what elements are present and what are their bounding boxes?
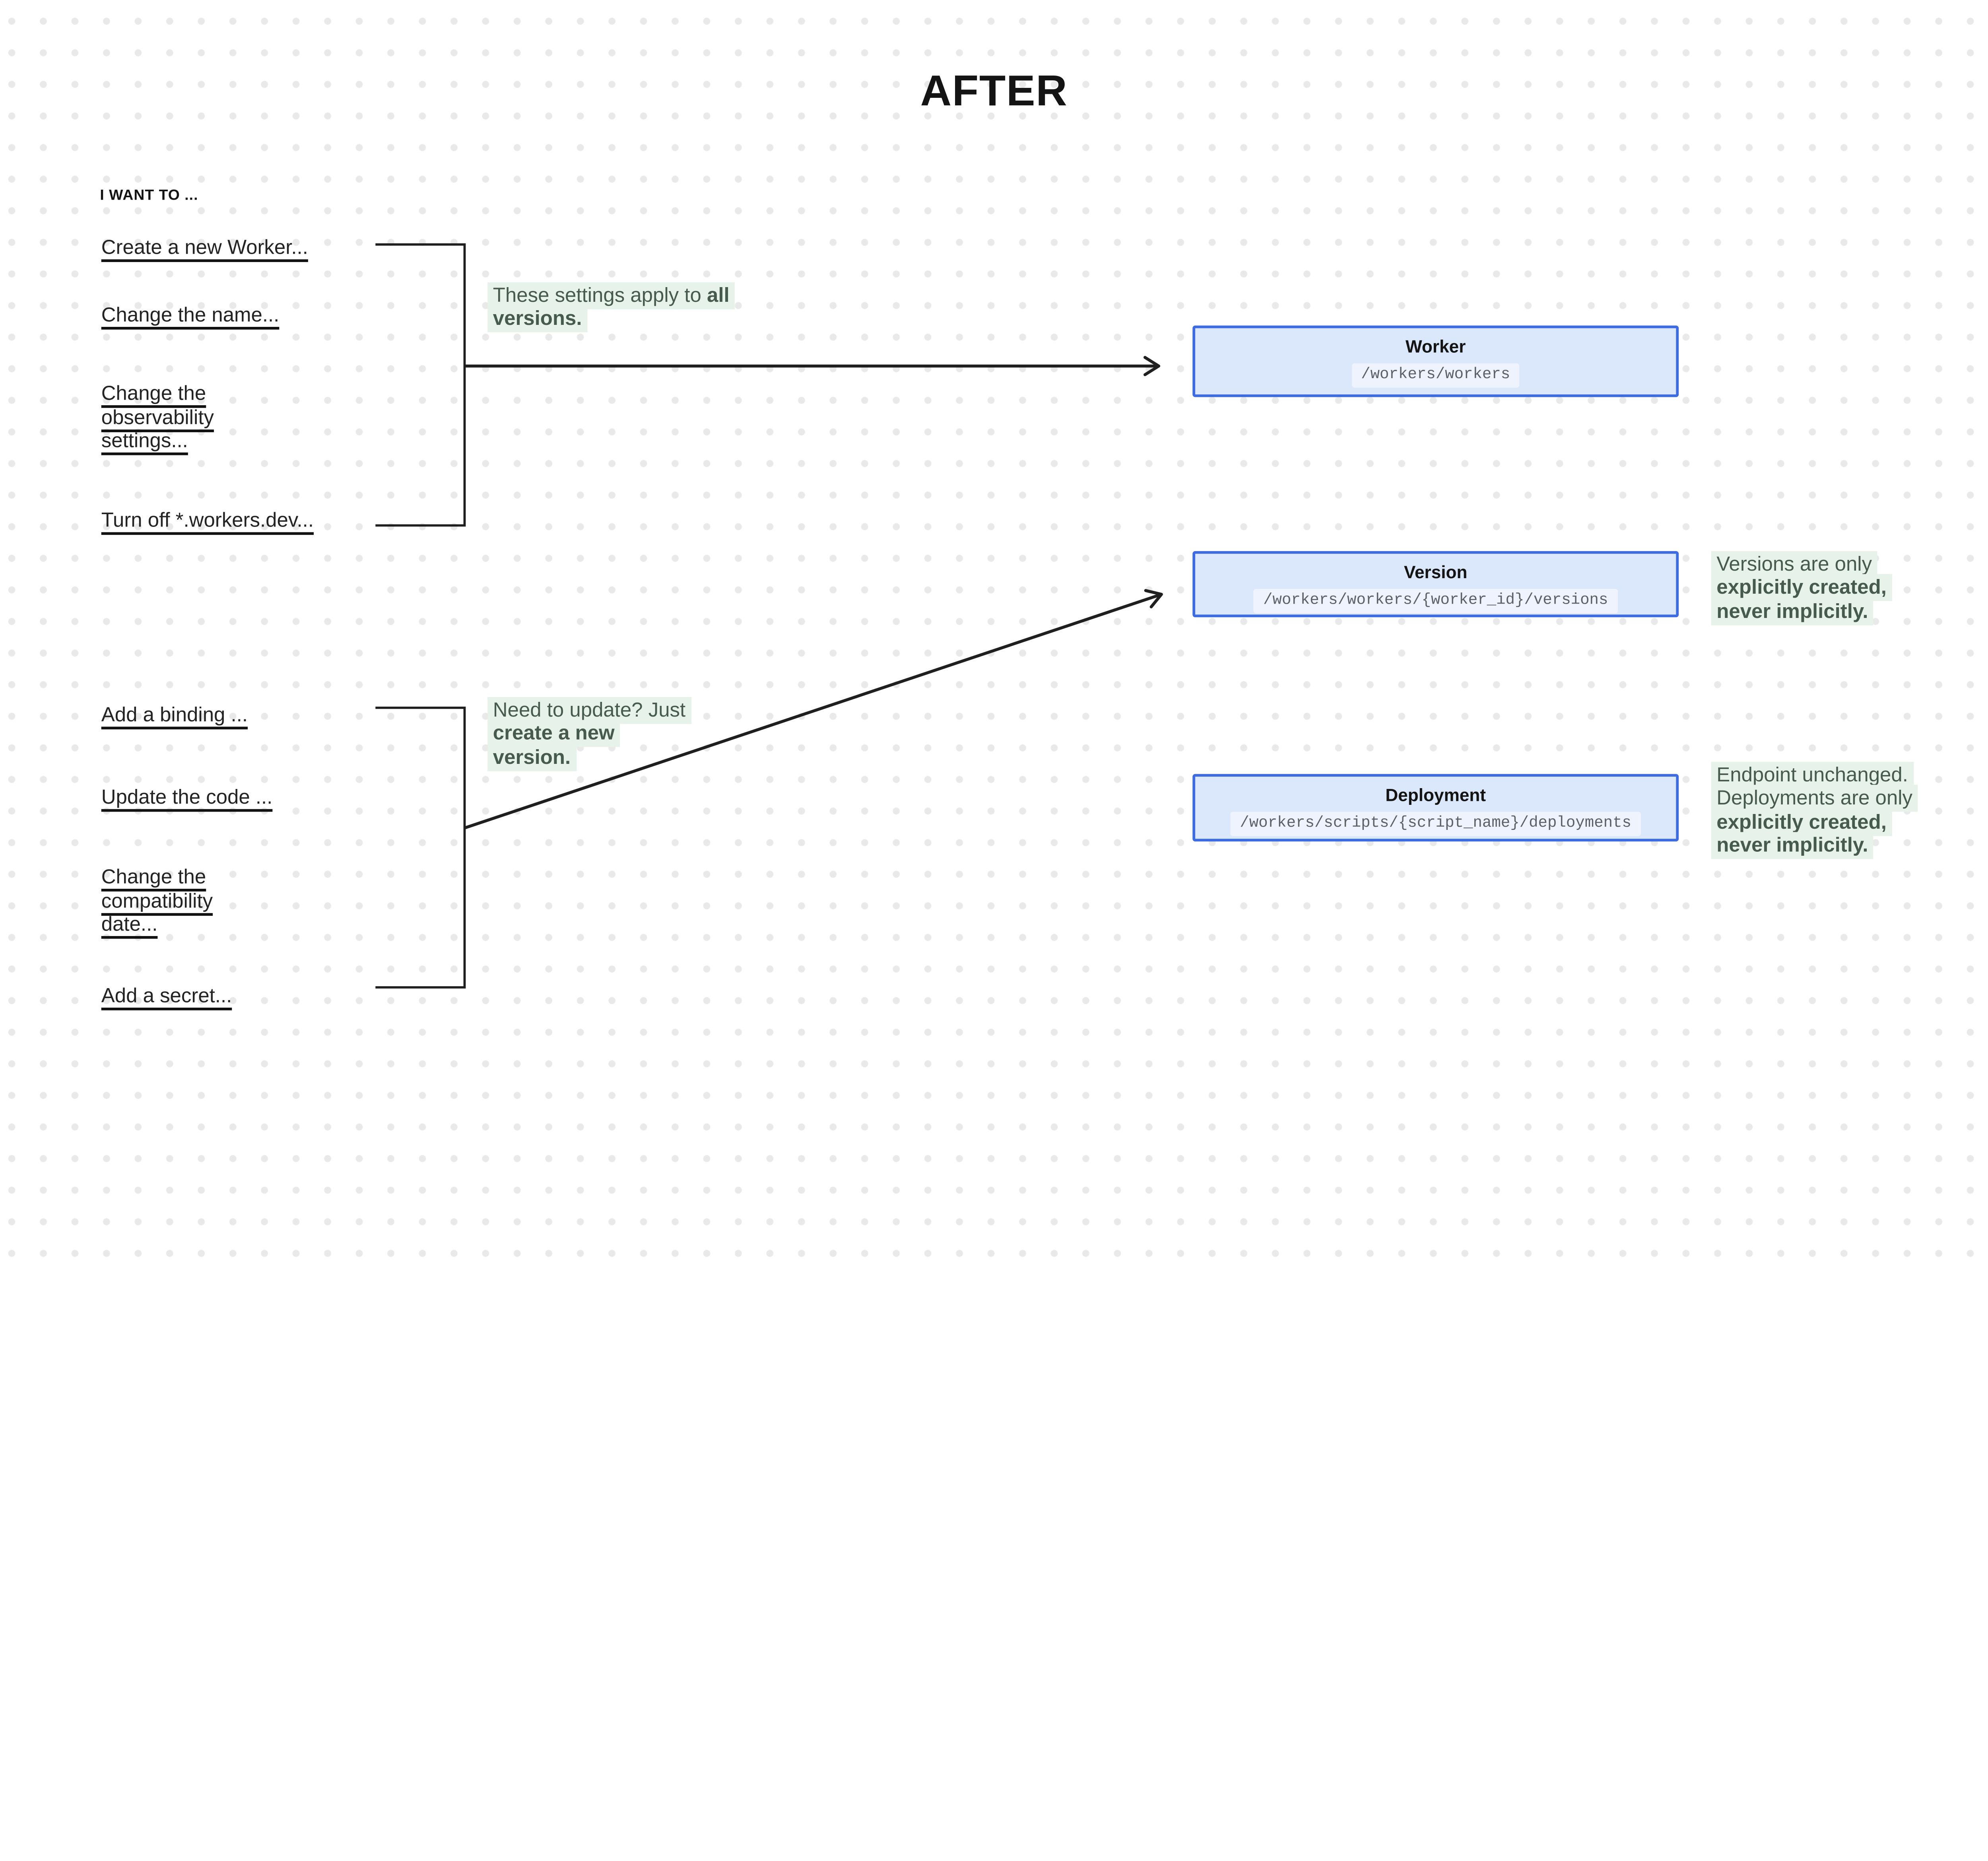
deployment-box: Deployment /workers/scripts/{script_name… [1192,774,1679,842]
link-create-a-new-worker[interactable]: Create a new Worker... [101,236,308,260]
annotation-versions-explicit: Versions are only explicitly created, ne… [1711,550,1930,625]
annotation-new-version: Need to update? Just create a new versio… [487,696,691,771]
connector-layer [375,243,1163,989]
link-add-a-binding[interactable]: Add a binding ... [101,703,248,727]
link-update-the-code[interactable]: Update the code ... [101,786,273,809]
annotation-all-versions-plain: These settings apply to [493,284,707,307]
diagram-canvas: AFTER I WANT TO ... Create a new Worker.… [0,0,1988,1265]
worker-box: Worker /workers/workers [1192,325,1679,397]
annotation-versions-explicit-plain: Versions are only [1716,552,1872,576]
annotation-new-version-plain: Need to update? Just [493,698,686,721]
bracket-update-group [375,707,466,989]
deployment-box-endpoint: /workers/scripts/{script_name}/deploymen… [1230,812,1641,836]
annotation-new-version-bold: create a new version. [493,722,615,769]
link-change-observability-settings[interactable]: Change the observability settings... [101,382,214,453]
annotation-deployments-explicit-bold: explicitly created, never implicitly. [1716,810,1887,857]
arrowhead-to-version [1144,589,1163,608]
worker-box-title: Worker [1406,336,1466,357]
link-change-compatibility-date[interactable]: Change the compatibility date... [101,866,213,936]
bracket-settings-group [375,243,466,527]
version-box-title: Version [1404,562,1468,582]
link-change-the-name[interactable]: Change the name... [101,304,280,327]
version-box-endpoint: /workers/workers/{worker_id}/versions [1254,589,1618,614]
deployment-box-title: Deployment [1385,785,1486,805]
page-title: AFTER [920,66,1068,115]
annotation-all-versions-bold: all versions. [493,284,730,330]
worker-box-endpoint: /workers/workers [1351,363,1520,388]
menu-heading: I WANT TO ... [100,188,198,204]
annotation-deployments-explicit: Endpoint unchanged. Deployments are only… [1711,761,1943,859]
link-turn-off-workers-dev[interactable]: Turn off *.workers.dev... [101,509,314,532]
annotation-all-versions: These settings apply to all versions. [487,282,769,332]
link-add-a-secret[interactable]: Add a secret... [101,985,232,1008]
annotation-versions-explicit-bold: explicitly created, never implicitly. [1716,576,1887,623]
arrowhead-to-worker [1143,356,1161,376]
version-box: Version /workers/workers/{worker_id}/ver… [1192,551,1679,618]
annotation-deployments-explicit-plain: Endpoint unchanged. Deployments are only [1716,763,1913,810]
